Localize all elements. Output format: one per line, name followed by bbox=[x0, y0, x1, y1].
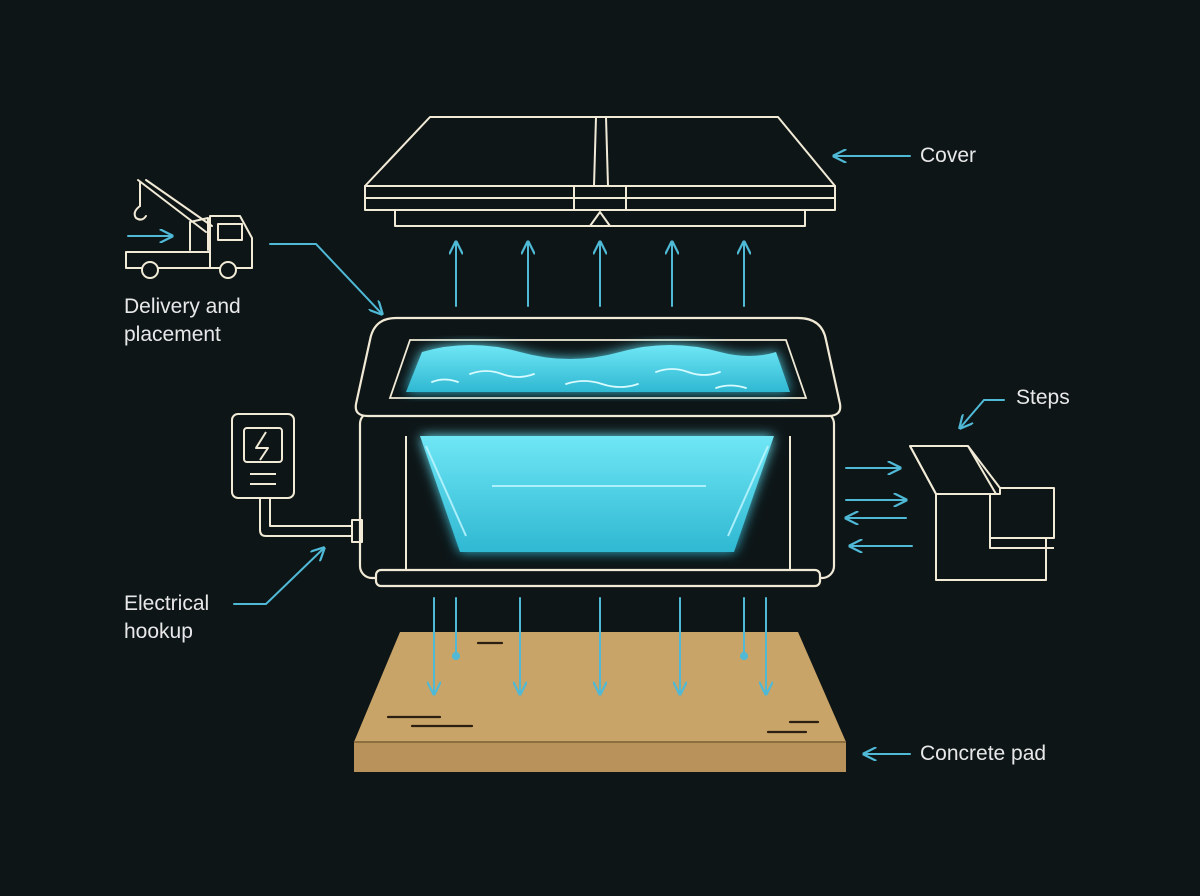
arrow-icon bbox=[233, 548, 324, 605]
label-electrical-line2: hookup bbox=[124, 620, 193, 643]
label-cover: Cover bbox=[920, 144, 977, 167]
label-delivery-line1: Delivery and bbox=[124, 295, 241, 318]
label-concrete-pad: Concrete pad bbox=[920, 742, 1047, 765]
label-steps: Steps bbox=[1016, 386, 1070, 409]
spa-tub bbox=[354, 316, 842, 588]
arrow-icon bbox=[269, 243, 382, 314]
arrow-icon bbox=[960, 399, 1005, 428]
label-delivery-line2: placement bbox=[124, 323, 221, 346]
tow-truck-icon bbox=[125, 179, 253, 279]
spa-steps bbox=[909, 445, 1055, 581]
flow-arrows bbox=[127, 156, 1005, 754]
spa-cover bbox=[364, 116, 836, 227]
label-electrical-line1: Electrical bbox=[124, 592, 210, 615]
electrical-panel-icon bbox=[231, 413, 363, 543]
